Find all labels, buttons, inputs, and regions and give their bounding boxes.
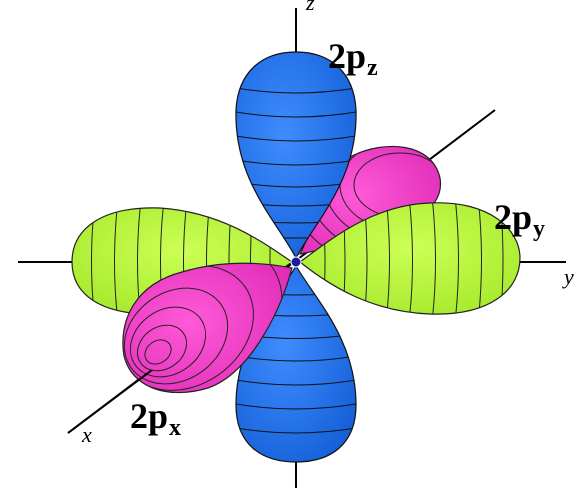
orbital-label-pz-main: 2p [328,36,367,76]
orbital-label-px-main: 2p [130,396,169,436]
orbital-label-pz-sub: z [367,55,378,81]
x-axis-front-segment [67,369,153,434]
orbital-label-py: 2py [494,197,545,241]
orbital-label-py-main: 2p [494,197,533,237]
z-axis-label: z [306,0,315,15]
pz-lobe-top [235,51,357,260]
orbital-label-px-sub: x [169,415,182,441]
orbital-label-px: 2px [130,396,181,440]
x-axis-label: x [82,422,92,447]
orbital-label-pz: 2pz [328,36,378,80]
y-axis-label: y [564,264,574,289]
nucleus-dot [290,256,302,268]
orbital-label-py-sub: y [533,216,546,242]
